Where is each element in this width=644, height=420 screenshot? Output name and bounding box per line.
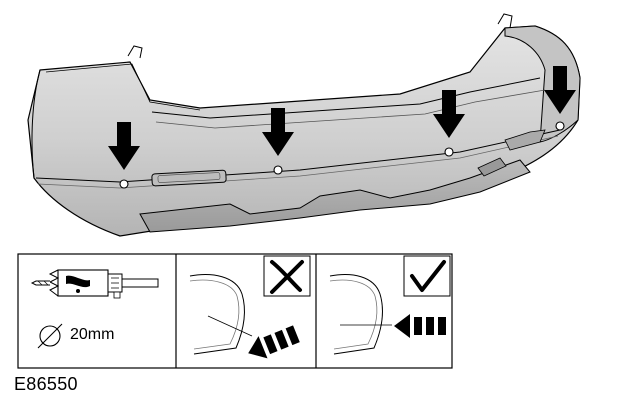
diameter-icon [37,323,63,349]
sensor-hole-positions [119,121,565,189]
bumper-right-end [504,25,581,143]
cross-icon [270,260,304,294]
down-arrow-icon [433,90,465,138]
sensor-hole-1 [119,179,129,189]
bumper-body [27,25,581,237]
check-icon [410,260,446,292]
correct-drill-angle [329,255,451,355]
figure-id: E86550 [14,374,78,394]
down-arrow-icon [262,108,294,156]
incorrect-drill-angle [189,255,311,359]
location-arrows [108,66,576,170]
sensor-hole-4 [555,121,565,131]
down-arrow-icon [108,122,140,170]
instruction-panels [17,253,453,369]
hole-diameter-label: 20mm [70,326,115,343]
rear-bumper [27,13,581,237]
sensor-hole-2 [273,165,283,175]
down-arrow-icon [544,66,576,114]
hole-saw-drill-icon [30,269,159,299]
sensor-hole-3 [444,147,454,157]
